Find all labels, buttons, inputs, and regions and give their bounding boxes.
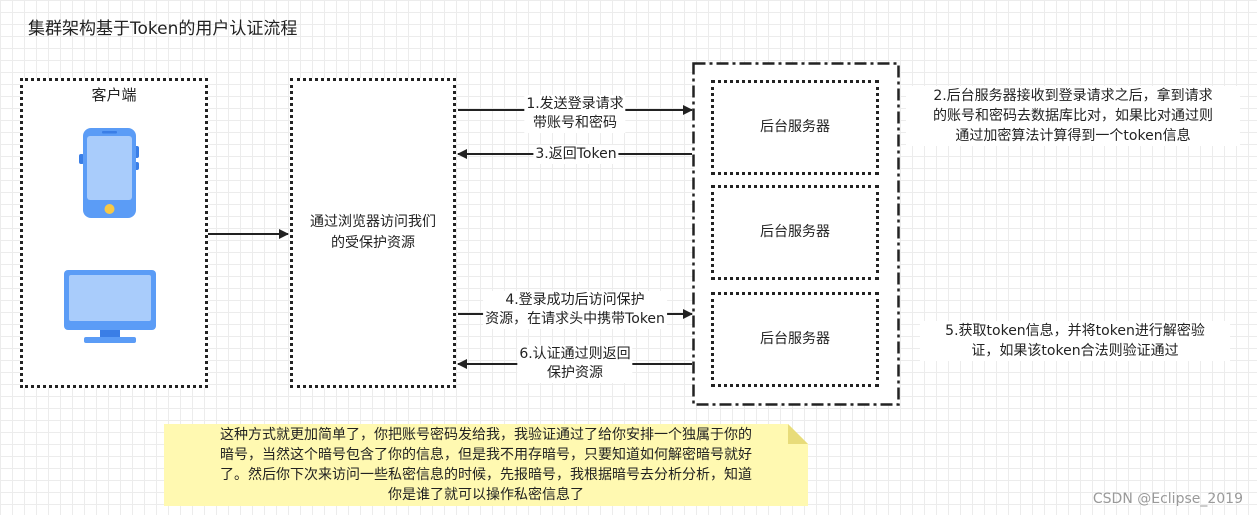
server-label: 后台服务器 [760, 331, 830, 347]
note-step-2: 2.后台服务器接收到登录请求之后，拿到请求 的账号和密码去数据库比对，如果比对通… [906, 86, 1240, 146]
sticky-note: 这种方式就更加简单了，你把账号密码发给我，我验证通过了给你安排一个独属于你的 暗… [164, 424, 808, 506]
watermark: CSDN @Eclipse_2019 [1092, 491, 1243, 507]
server-label: 后台服务器 [760, 224, 830, 240]
edge-label-return-resource: 6.认证通过则返回 保护资源 [517, 345, 633, 383]
browser-access-box: 通过浏览器访问我们的受保护资源 [290, 78, 456, 388]
server-box-3: 后台服务器 [711, 292, 879, 387]
smartphone-icon [79, 128, 139, 218]
edge-label-text: 4.登录成功后访问保护 资源，在请求头中携带Token [485, 292, 665, 327]
edge-label-text: 6.认证通过则返回 保护资源 [519, 346, 631, 381]
edge-label-login-request: 1.发送登录请求 带账号和密码 [524, 95, 626, 133]
client-label: 客户端 [91, 86, 137, 104]
note-step-5: 5.获取token信息，并将token进行解密验 证，如果该token合法则验证… [920, 321, 1230, 361]
page-title: 集群架构基于Token的用户认证流程 [28, 19, 298, 39]
note-text: 5.获取token信息，并将token进行解密验 证，如果该token合法则验证… [945, 323, 1205, 359]
server-label: 后台服务器 [760, 119, 830, 135]
sticky-note-shape [164, 424, 808, 506]
browser-access-text: 通过浏览器访问我们的受保护资源 [310, 214, 436, 251]
edge-label-return-token: 3.返回Token [533, 145, 619, 164]
server-box-2: 后台服务器 [711, 185, 879, 280]
note-text: 2.后台服务器接收到登录请求之后，拿到请求 的账号和密码去数据库比对，如果比对通… [933, 88, 1213, 144]
edge-label-text: 3.返回Token [535, 146, 617, 162]
sticky-note-text: 这种方式就更加简单了，你把账号密码发给我，我验证通过了给你安排一个独属于你的 暗… [220, 427, 752, 503]
edge-label-text: 1.发送登录请求 带账号和密码 [526, 96, 624, 131]
edge-label-access-with-token: 4.登录成功后访问保护 资源，在请求头中携带Token [483, 291, 667, 329]
server-box-1: 后台服务器 [711, 80, 879, 175]
monitor-icon [64, 270, 156, 343]
